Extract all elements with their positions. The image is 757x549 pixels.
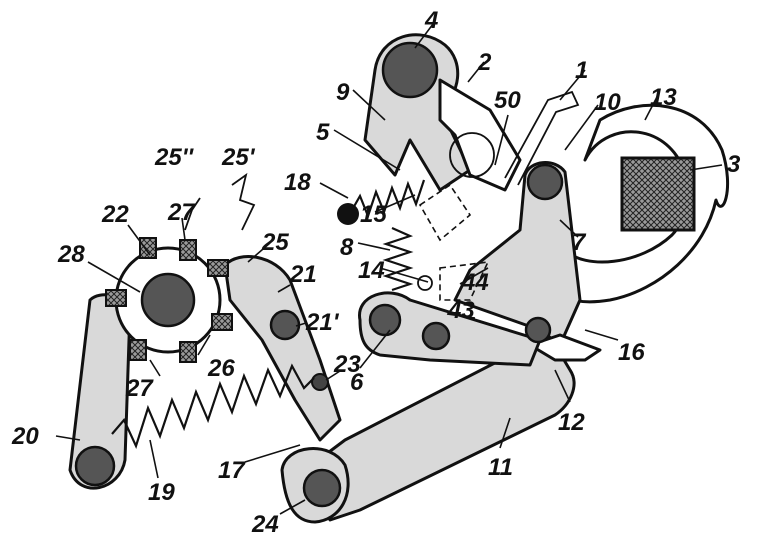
label-17: 17 — [218, 457, 246, 484]
square-shaft-3 — [620, 156, 696, 232]
label-26: 26 — [207, 355, 235, 382]
element-25-prime — [231, 172, 256, 231]
latch-1 — [504, 90, 580, 186]
label-14: 14 — [358, 257, 385, 284]
star-wheel-hub — [140, 272, 196, 328]
part-labels: 1 2 3 4 5 6 7 8 9 10 11 12 13 14 15 16 1… — [11, 7, 741, 538]
pivot-20 — [74, 445, 116, 487]
label-15: 15 — [360, 201, 387, 228]
pawl-15 — [418, 183, 472, 242]
label-7: 7 — [572, 229, 587, 256]
label-25-prime: 25' — [221, 144, 256, 171]
pin-18 — [337, 203, 359, 225]
pivot-4 — [381, 41, 439, 99]
label-4: 4 — [424, 7, 438, 34]
spring-19 — [111, 363, 315, 450]
pawl-44 — [439, 261, 490, 301]
cam-circle-2 — [449, 132, 495, 178]
label-16: 16 — [618, 339, 645, 366]
label-23: 23 — [333, 351, 361, 378]
lever-21 — [223, 255, 342, 442]
label-2: 2 — [477, 49, 492, 76]
pivot-6 — [368, 303, 402, 337]
label-24: 24 — [251, 511, 279, 538]
pivot-12 — [524, 316, 552, 344]
label-9: 9 — [336, 79, 350, 106]
label-43: 43 — [447, 297, 475, 324]
leader-lines — [55, 23, 723, 515]
label-25-dprime: 25'' — [154, 144, 194, 171]
pivot-14 — [417, 275, 433, 291]
label-22: 22 — [101, 201, 129, 228]
pivot-24 — [302, 468, 342, 508]
label-27-top: 27 — [167, 199, 196, 226]
label-1: 1 — [575, 57, 588, 84]
label-10: 10 — [594, 89, 621, 116]
label-25: 25 — [261, 229, 289, 256]
pivot-21 — [269, 309, 301, 341]
spring-18 — [351, 179, 426, 220]
label-3: 3 — [727, 151, 741, 178]
label-6: 6 — [350, 369, 364, 396]
label-28: 28 — [57, 241, 85, 268]
label-44: 44 — [461, 269, 489, 296]
label-27-bottom: 27 — [125, 375, 154, 402]
label-11: 11 — [488, 454, 513, 481]
label-5: 5 — [316, 119, 330, 146]
arm-16 — [528, 333, 602, 362]
spring-8 — [382, 226, 414, 292]
label-13: 13 — [650, 84, 677, 111]
label-18: 18 — [284, 169, 311, 196]
label-21: 21 — [289, 261, 317, 288]
label-8: 8 — [340, 234, 354, 261]
pivot-43 — [421, 321, 451, 351]
pivot-10 — [526, 163, 564, 201]
label-50: 50 — [494, 87, 521, 114]
label-20: 20 — [11, 423, 39, 450]
label-19: 19 — [148, 479, 175, 506]
pin-23 — [311, 373, 329, 391]
element-25-dprime — [184, 197, 201, 231]
label-21-prime: 21' — [305, 309, 340, 336]
label-12: 12 — [558, 409, 585, 436]
star-wheel-pins — [105, 237, 233, 363]
lever-7 — [453, 161, 582, 347]
